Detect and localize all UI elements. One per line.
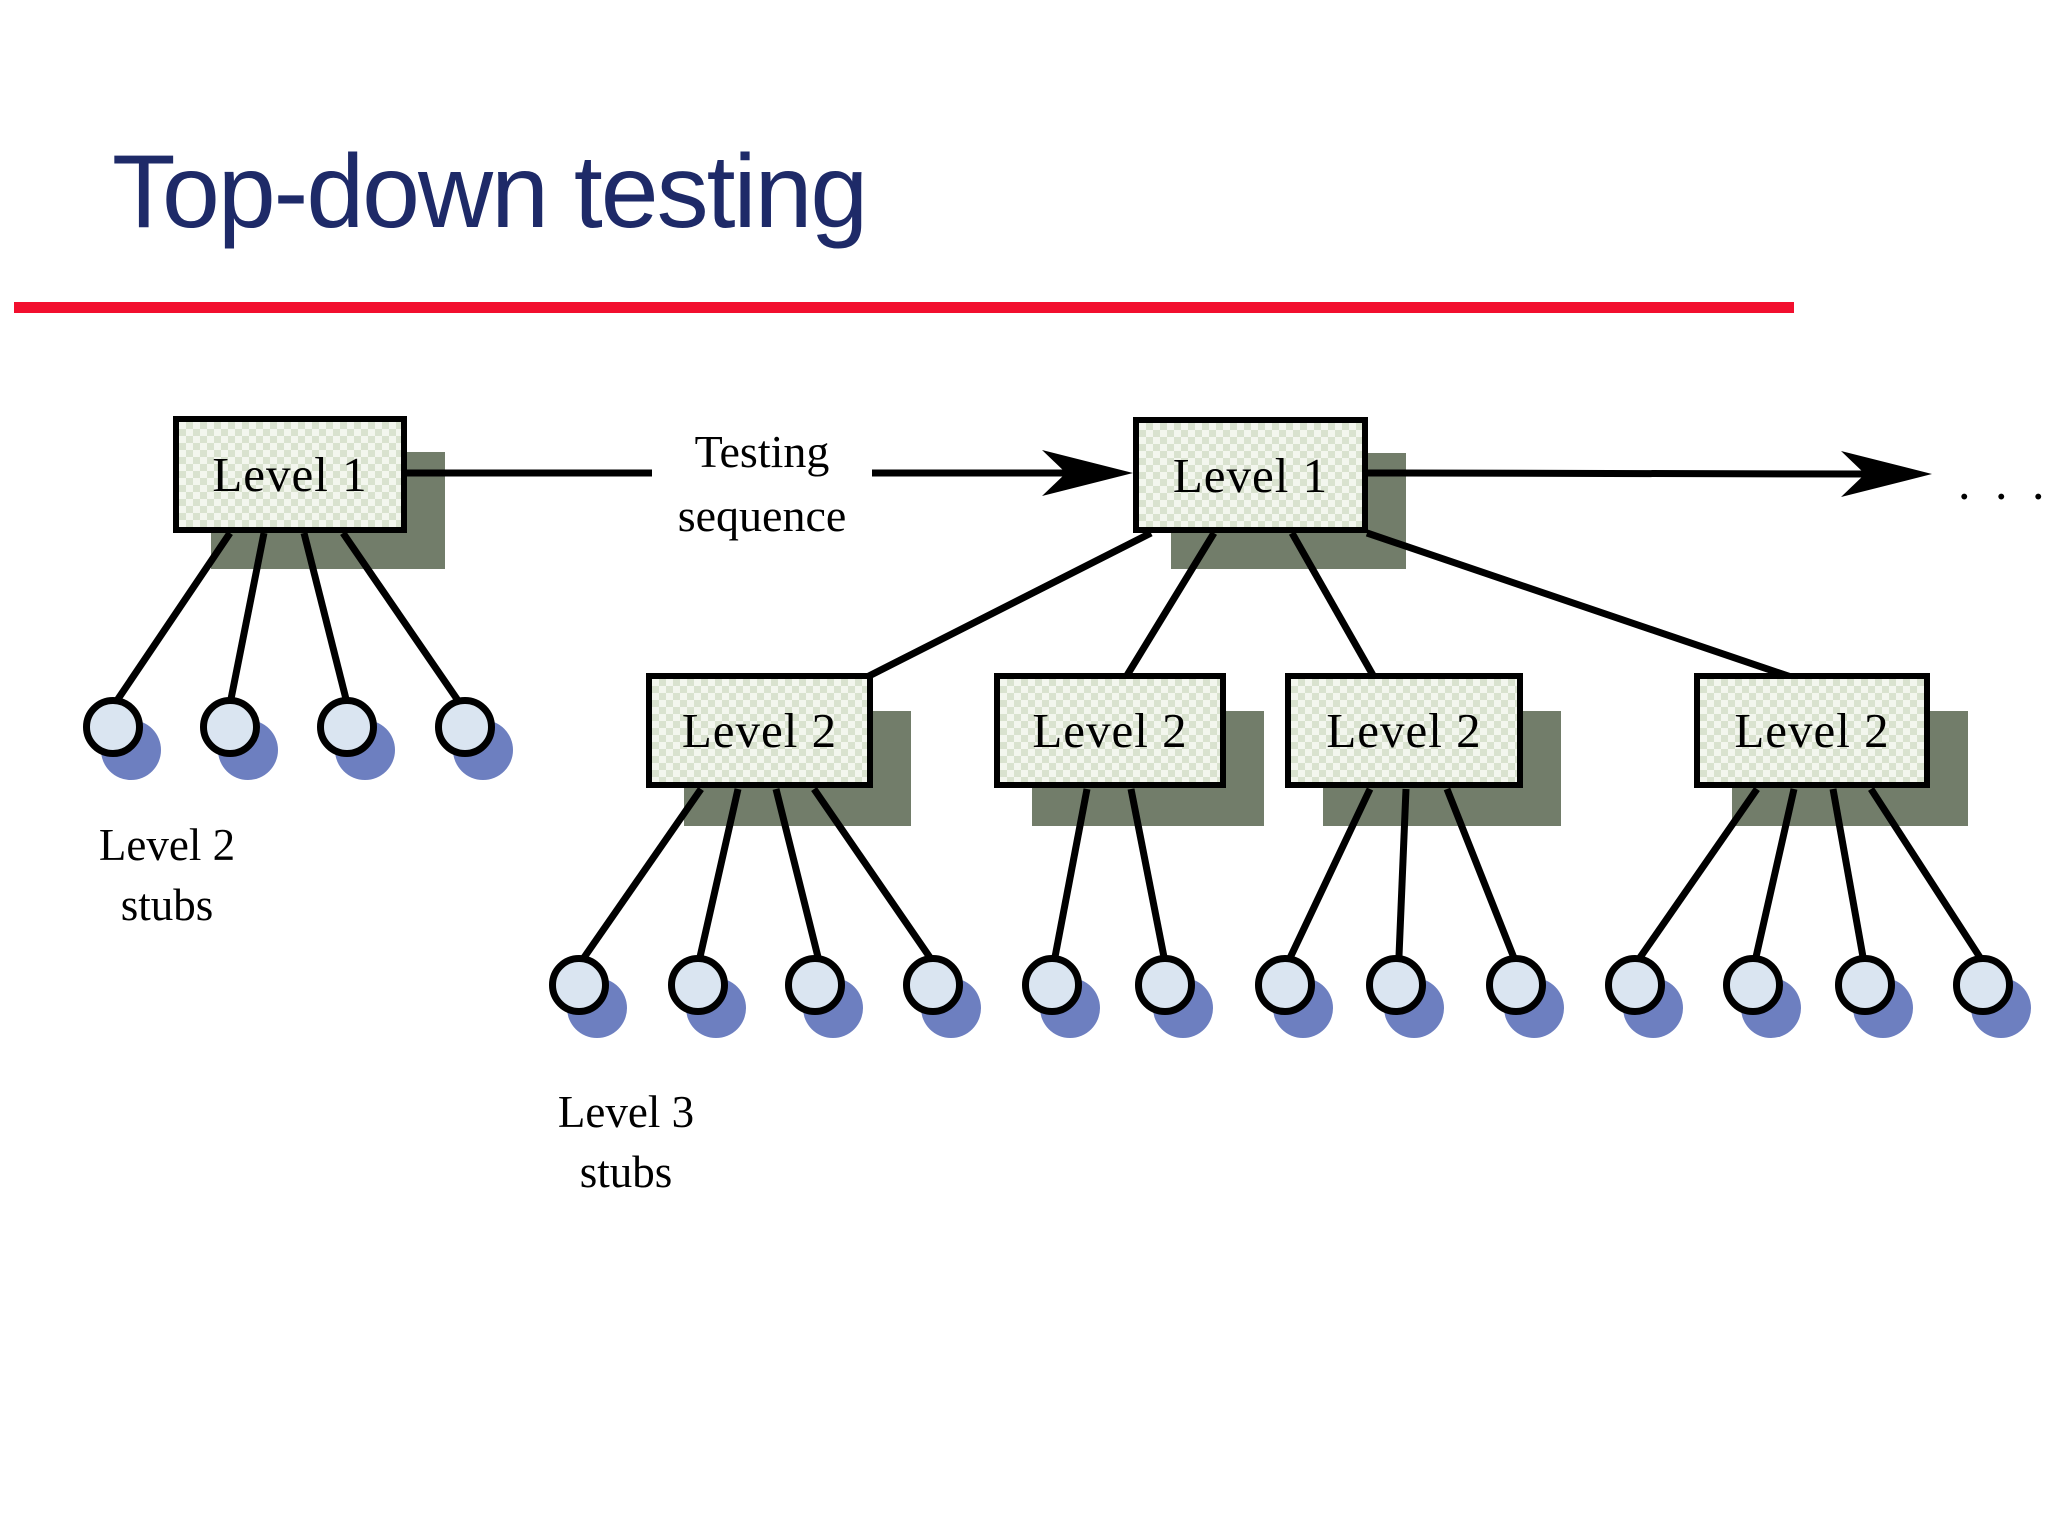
stub-circle: [549, 955, 627, 1038]
stub-face: [549, 955, 609, 1015]
stub-circle: [1605, 955, 1683, 1038]
node-level1-right-label: Level 1: [1133, 417, 1368, 533]
stub-face: [785, 955, 845, 1015]
node-level2-3-label: Level 2: [1285, 673, 1523, 788]
connector: [1123, 531, 1217, 679]
connector: [300, 532, 350, 700]
node-level1-right: Level 1: [1133, 417, 1368, 533]
stub-face: [903, 955, 963, 1015]
stub-circle: [1366, 955, 1444, 1038]
connector: [811, 787, 934, 961]
stub-circle: [1953, 955, 2031, 1038]
connector: [227, 532, 268, 700]
stub-face: [1605, 955, 1665, 1015]
connector: [340, 531, 462, 704]
node-level2-4: Level 2: [1694, 673, 1930, 788]
stub-circle: [1255, 955, 1333, 1038]
stub-face: [1366, 955, 1426, 1015]
stub-face: [317, 697, 377, 757]
stub-face: [668, 955, 728, 1015]
stub-face: [1486, 955, 1546, 1015]
node-level2-4-label: Level 2: [1694, 673, 1930, 788]
stub-circle: [668, 955, 746, 1038]
stub-face: [1022, 955, 1082, 1015]
stub-circle: [200, 697, 278, 780]
stub-circle: [435, 697, 513, 780]
connector: [1127, 788, 1168, 958]
connector: [1365, 529, 1793, 681]
node-level1-left: Level 1: [173, 416, 407, 533]
testing-sequence-label: Testing sequence: [677, 426, 847, 541]
stub-face: [1953, 955, 2013, 1015]
arrowhead-into-level1-right: [1042, 450, 1133, 496]
level2-stubs-label: Level 2 stubs: [98, 820, 236, 930]
stub-face: [1835, 955, 1895, 1015]
connector: [1286, 787, 1374, 960]
connector: [1443, 787, 1518, 960]
connector: [1288, 531, 1378, 679]
stub-circle: [1022, 955, 1100, 1038]
stub-circle: [785, 955, 863, 1038]
node-level2-1: Level 2: [646, 673, 873, 788]
node-level2-1-label: Level 2: [646, 673, 873, 788]
connector: [772, 788, 822, 958]
stub-circle: [1723, 955, 1801, 1038]
stub-face: [200, 697, 260, 757]
level3-stubs-label: Level 3 stubs: [557, 1087, 695, 1197]
stub-face: [1255, 955, 1315, 1015]
stub-circle: [1135, 955, 1213, 1038]
stub-face: [1135, 955, 1195, 1015]
stub-circle: [903, 955, 981, 1038]
connector: [113, 531, 233, 704]
connector: [1636, 787, 1760, 961]
connector: [865, 529, 1153, 681]
stub-face: [83, 697, 143, 757]
sequence-line-3: [1367, 469, 1873, 478]
connector: [1752, 788, 1798, 958]
node-level2-3: Level 2: [1285, 673, 1523, 788]
ellipsis-label: . . .: [1958, 454, 2048, 510]
connector: [1395, 788, 1410, 957]
node-level1-left-label: Level 1: [173, 416, 407, 533]
title-underline-rule: [14, 302, 1794, 313]
arrowhead-continue-icon: [1841, 451, 1932, 497]
stub-circle: [83, 697, 161, 780]
connector: [1868, 787, 1984, 961]
stub-circle: [317, 697, 395, 780]
node-level2-2: Level 2: [994, 673, 1226, 788]
connector: [580, 787, 704, 961]
connector: [1829, 788, 1867, 958]
connector: [1051, 788, 1091, 958]
stub-circle: [1835, 955, 1913, 1038]
arrow-heads: [1042, 450, 1932, 497]
stub-circle: [1486, 955, 1564, 1038]
stub-face: [435, 697, 495, 757]
stub-face: [1723, 955, 1783, 1015]
connector: [696, 788, 742, 958]
connector-lines: [113, 469, 1984, 961]
node-level2-2-label: Level 2: [994, 673, 1226, 788]
slide-title: Top-down testing: [112, 134, 868, 250]
